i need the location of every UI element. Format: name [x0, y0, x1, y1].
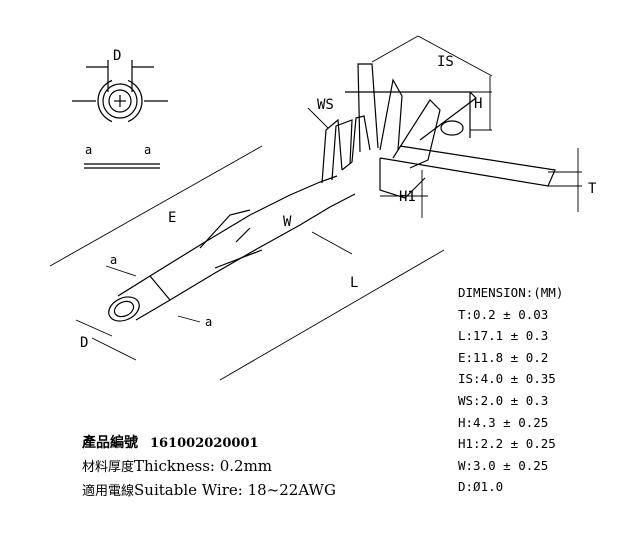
wire-line: 適用電線Suitable Wire: 18~22AWG [82, 480, 336, 504]
label-h1: H1 [399, 189, 416, 205]
label-d-bottom: D [80, 335, 88, 351]
thickness-label: 材料厚度 [82, 460, 135, 475]
part-label: 產品編號 [82, 435, 138, 451]
dimension-heading: DIMENSION:(MM) [458, 285, 564, 300]
thickness-line: 材料厚度Thickness: 0.2mm [82, 456, 336, 480]
dimension-row: D:Ø1.0 [458, 479, 504, 495]
dimension-row: L:17.1 ± 0.3 [458, 328, 549, 344]
label-a-left: a [85, 143, 92, 157]
dimension-row: H1:2.2 ± 0.25 [458, 436, 556, 452]
dimension-row: H:4.3 ± 0.25 [458, 414, 549, 430]
dimension-row: E:11.8 ± 0.2 [458, 349, 549, 365]
label-l: L [350, 275, 358, 291]
product-info: 產品編號 161002020001 材料厚度Thickness: 0.2mm 適用… [82, 432, 336, 504]
wire-text: Suitable Wire: 18~22AWG [134, 481, 336, 499]
label-h: H [474, 96, 482, 112]
dimension-table: DIMENSION:(MM) T:0.2 ± 0.03 L:17.1 ± 0.3… [458, 282, 563, 498]
part-number: 161002020001 [150, 436, 259, 451]
label-ws: WS [317, 97, 334, 113]
label-is: IS [437, 54, 454, 70]
label-a-bottom: a [205, 315, 212, 329]
label-d-top: D [113, 48, 121, 64]
dimension-row: T:0.2 ± 0.03 [458, 306, 549, 322]
dimension-row: IS:4.0 ± 0.35 [458, 371, 556, 387]
dimension-lines [49, 35, 582, 381]
terminal-body [108, 63, 556, 322]
part-number-line: 產品編號 161002020001 [82, 432, 336, 456]
label-w: W [283, 214, 292, 230]
label-a-right: a [144, 143, 151, 157]
thickness-text: Thickness: 0.2mm [134, 457, 273, 475]
dimension-row: WS:2.0 ± 0.3 [458, 392, 549, 408]
dimension-row: W:3.0 ± 0.25 [458, 457, 549, 473]
end-view [72, 60, 168, 169]
label-t: T [588, 181, 597, 197]
label-e: E [168, 210, 176, 226]
label-a-mid: a [110, 253, 117, 267]
wire-label: 適用電線 [82, 484, 135, 499]
